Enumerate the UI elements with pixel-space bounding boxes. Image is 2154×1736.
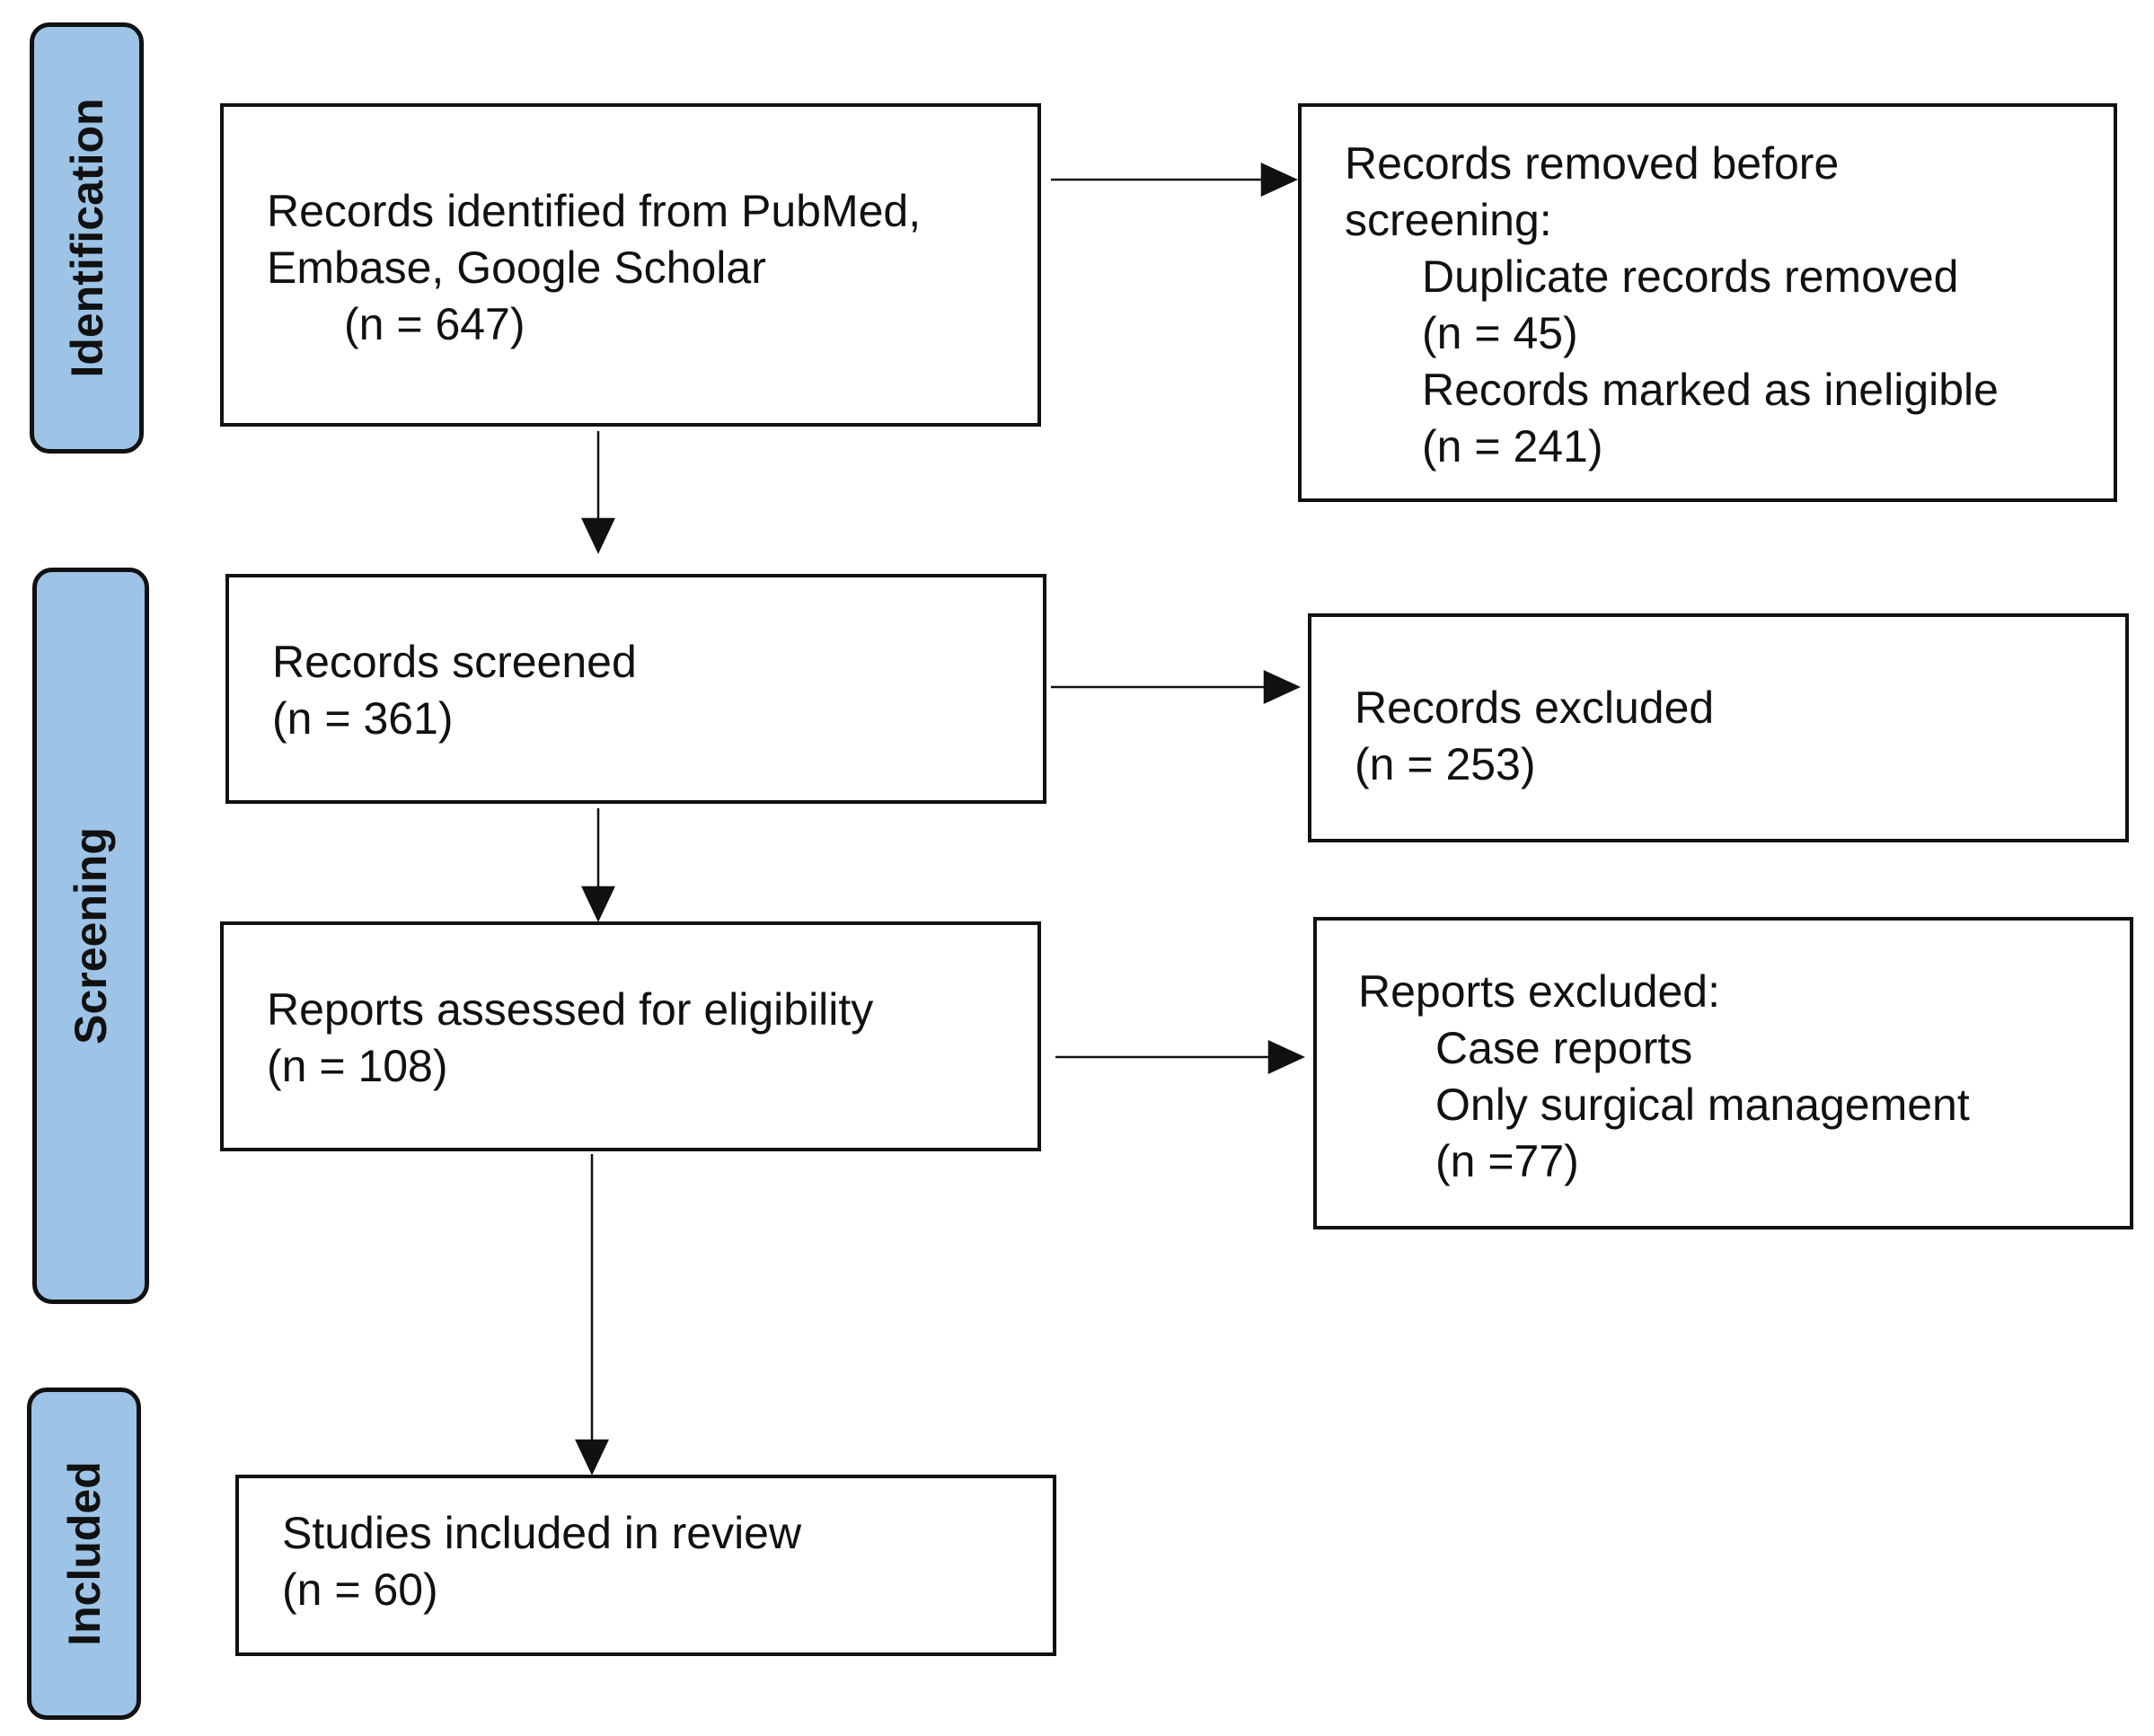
box-reports-excluded: Reports excluded: Case reports Only surg…: [1313, 917, 2133, 1229]
box-records-screened: Records screened (n = 361): [225, 574, 1046, 804]
box-count: (n = 241): [1422, 421, 1603, 471]
box-text: Duplicate records removed: [1422, 251, 1959, 302]
box-studies-included: Studies included in review (n = 60): [235, 1475, 1056, 1656]
box-text: Case reports: [1435, 1023, 1693, 1073]
box-text: Records marked as ineligible: [1422, 365, 1999, 415]
box-text: Records removed before: [1345, 138, 1840, 189]
arrowhead: [1263, 670, 1301, 704]
box-text: Records screened: [272, 637, 637, 687]
box-text: Embase, Google Scholar: [267, 242, 766, 293]
box-count: (n = 45): [1422, 308, 1578, 358]
box-text: Reports assessed for eligibility: [267, 984, 874, 1035]
box-text: Records excluded: [1355, 683, 1715, 733]
arrowhead: [581, 886, 615, 922]
arrowhead: [1267, 1040, 1305, 1074]
box-text: screening:: [1345, 195, 1552, 245]
box-count: (n = 108): [267, 1041, 448, 1091]
arrowhead: [1260, 163, 1298, 197]
stage-screening: Screening: [32, 568, 149, 1304]
box-text: Only surgical management: [1435, 1079, 1970, 1130]
box-count: (n = 647): [344, 299, 525, 349]
arrowhead: [581, 517, 615, 554]
stage-included: Included: [27, 1388, 141, 1720]
box-text: Reports excluded:: [1358, 966, 1721, 1017]
box-reports-assessed: Reports assessed for eligibility (n = 10…: [220, 921, 1041, 1151]
box-records-removed: Records removed before screening: Duplic…: [1298, 103, 2117, 502]
box-count: (n =77): [1435, 1136, 1579, 1186]
arrowhead: [575, 1439, 609, 1476]
box-count: (n = 60): [282, 1564, 438, 1615]
box-text: Records identified from PubMed,: [267, 186, 922, 236]
box-records-identified: Records identified from PubMed, Embase, …: [220, 103, 1041, 427]
box-records-excluded: Records excluded (n = 253): [1308, 613, 2129, 842]
box-text: Studies included in review: [282, 1508, 802, 1558]
box-count: (n = 253): [1355, 739, 1536, 789]
stage-identification: Identification: [30, 22, 144, 454]
box-count: (n = 361): [272, 693, 454, 744]
